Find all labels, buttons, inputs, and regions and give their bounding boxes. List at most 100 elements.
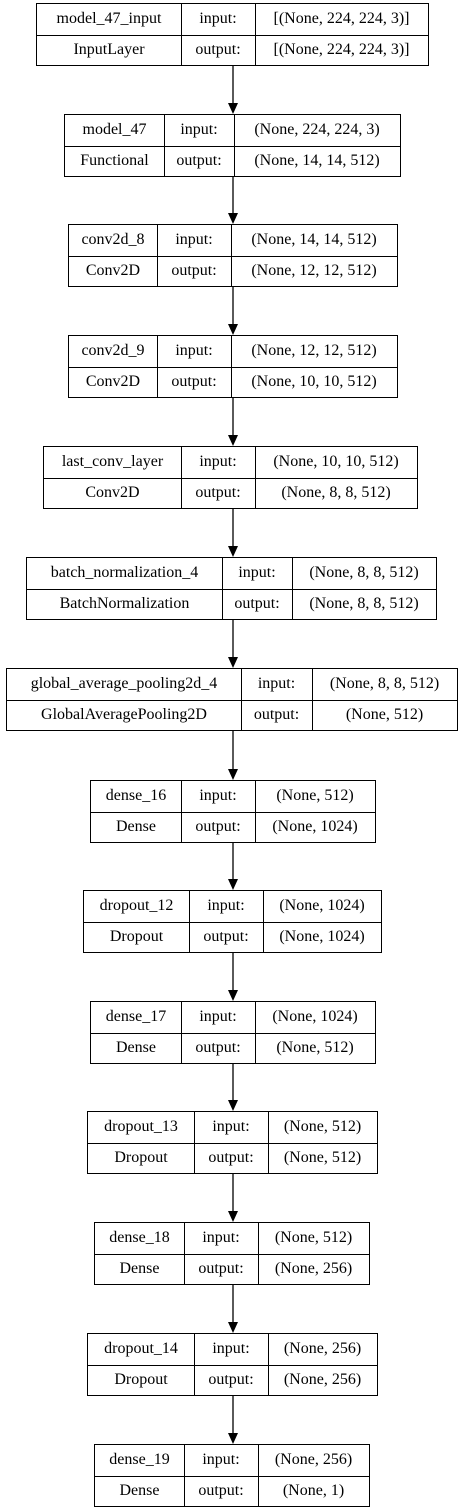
output-label: output: (176, 151, 222, 169)
layer-name: global_average_pooling2d_4 (30, 675, 218, 693)
layer-type: Dropout (114, 1148, 168, 1166)
input-label: input: (175, 342, 213, 360)
layer-type: Dense (116, 817, 156, 835)
column-divider (181, 4, 182, 65)
column-divider (181, 1002, 182, 1063)
input-label: input: (199, 453, 237, 471)
row-divider (69, 256, 397, 257)
row-divider (88, 1365, 377, 1366)
input-shape: (None, 10, 10, 512) (273, 453, 399, 471)
arrow-head-icon (228, 213, 238, 224)
input-shape: (None, 1024) (279, 897, 365, 915)
input-shape: (None, 1024) (272, 1008, 358, 1026)
output-label: output: (203, 927, 249, 945)
layer-name: model_47_input (56, 10, 162, 28)
arrow-head-icon (228, 657, 238, 668)
output-shape: (None, 256) (283, 1370, 362, 1388)
column-divider (312, 669, 313, 730)
arrow-head-icon (228, 1322, 238, 1333)
column-divider (181, 447, 182, 508)
arrow-head-icon (228, 769, 238, 780)
arrow-head-icon (228, 435, 238, 446)
input-label: input: (238, 564, 276, 582)
layer-name: dense_17 (105, 1008, 167, 1026)
output-shape: (None, 1024) (272, 817, 358, 835)
output-shape: (None, 14, 14, 512) (254, 151, 380, 169)
column-divider (241, 669, 242, 730)
layer-type: Dropout (114, 1370, 168, 1388)
arrow-head-icon (228, 1100, 238, 1111)
layer-type: Functional (80, 151, 149, 169)
column-divider (184, 1223, 185, 1284)
output-shape: (None, 1024) (279, 927, 365, 945)
input-label: input: (257, 675, 296, 693)
column-divider (231, 336, 232, 397)
column-divider (184, 1445, 185, 1506)
row-divider (7, 700, 457, 701)
output-label: output: (171, 372, 217, 390)
input-label: input: (199, 787, 237, 805)
row-divider (91, 1033, 375, 1034)
input-label: input: (202, 1451, 240, 1469)
row-divider (95, 1476, 369, 1477)
output-shape: (None, 12, 12, 512) (251, 261, 377, 279)
row-divider (91, 812, 375, 813)
output-label: output: (234, 594, 280, 612)
output-shape: (None, 512) (345, 705, 424, 723)
arrow-head-icon (228, 1211, 238, 1222)
layer-type: BatchNormalization (59, 594, 190, 612)
input-shape: (None, 512) (276, 787, 354, 805)
column-divider (231, 225, 232, 286)
row-divider (65, 146, 400, 147)
input-label: input: (207, 897, 245, 915)
column-divider (268, 1112, 269, 1173)
output-label: output: (198, 1259, 244, 1277)
arrow-head-icon (228, 990, 238, 1001)
output-shape: (None, 512) (283, 1148, 362, 1166)
output-shape: (None, 10, 10, 512) (251, 372, 377, 390)
input-shape: (None, 224, 224, 3) (254, 121, 380, 139)
row-divider (69, 367, 397, 368)
layer-name: model_47 (82, 121, 147, 139)
output-shape: [(None, 224, 224, 3)] (273, 40, 410, 58)
input-label: input: (175, 231, 213, 249)
layer-type: Conv2D (85, 372, 141, 390)
column-divider (258, 1445, 259, 1506)
layer-type: Dense (119, 1481, 160, 1499)
output-label: output: (195, 483, 241, 501)
layer-name: dense_18 (109, 1229, 170, 1247)
input-shape: (None, 8, 8, 512) (309, 564, 419, 582)
arrow-head-icon (228, 1433, 238, 1444)
row-divider (27, 589, 436, 590)
output-label: output: (208, 1148, 254, 1166)
column-divider (164, 115, 165, 176)
input-label: input: (202, 1229, 240, 1247)
output-shape: (None, 512) (276, 1038, 354, 1056)
column-divider (255, 1002, 256, 1063)
input-label: input: (199, 1008, 237, 1026)
column-divider (258, 1223, 259, 1284)
column-divider (234, 115, 235, 176)
row-divider (95, 1254, 369, 1255)
output-shape: (None, 8, 8, 512) (281, 483, 391, 501)
input-shape: (None, 512) (283, 1118, 362, 1136)
output-shape: (None, 1) (282, 1481, 345, 1499)
output-label: output: (253, 705, 300, 723)
arrow-head-icon (228, 324, 238, 335)
output-label: output: (195, 817, 241, 835)
input-label: input: (212, 1340, 250, 1358)
input-shape: (None, 256) (274, 1451, 353, 1469)
column-divider (292, 558, 293, 619)
column-divider (194, 1112, 195, 1173)
column-divider (255, 447, 256, 508)
output-shape: (None, 256) (274, 1259, 353, 1277)
input-label: input: (212, 1118, 250, 1136)
